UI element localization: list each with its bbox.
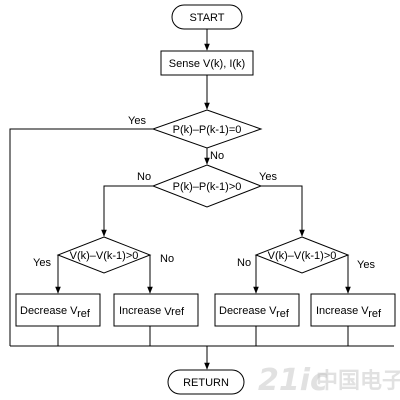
label-no-right-inner: No <box>237 257 251 269</box>
action-increase-vref-2: Increase Vref <box>310 293 396 327</box>
decision-voltage-right-label: V(k)–V(k-1)>0 <box>268 250 337 262</box>
return-label: RETURN <box>183 377 229 389</box>
decision-power-equal-label: P(k)–P(k-1)=0 <box>173 124 242 136</box>
start-node: START <box>171 4 243 30</box>
action-increase-vref-1-label: Increase Vref <box>119 305 185 318</box>
connector-decision2-yes <box>261 185 305 237</box>
decision-voltage-left-label: V(k)–V(k-1)>0 <box>70 250 139 262</box>
decision-power-greater-label: P(k)–P(k-1)>0 <box>173 181 242 193</box>
label-yes-right: Yes <box>259 171 277 183</box>
label-yes-top: Yes <box>128 115 146 127</box>
watermark-logo: 21ic 中国电子网 <box>258 363 400 398</box>
action-decrease-vref-1: Decrease Vref <box>15 293 101 327</box>
start-label: START <box>189 12 224 24</box>
label-no-top: No <box>210 150 224 162</box>
decision-voltage-left: V(k)–V(k-1)>0 <box>56 236 152 274</box>
action-decrease-vref-2-label: Decrease Vref <box>219 305 290 320</box>
action-increase-vref-2-label: Increase Vref <box>316 305 382 320</box>
decision-voltage-right: V(k)–V(k-1)>0 <box>254 236 350 274</box>
label-no-left: No <box>137 171 151 183</box>
watermark-latin-text: 21ic <box>258 363 328 398</box>
sense-node: Sense V(k), I(k) <box>160 50 254 76</box>
label-no-left-inner: No <box>160 253 174 265</box>
sense-label: Sense V(k), I(k) <box>169 58 245 70</box>
label-yes-far-left: Yes <box>33 257 51 269</box>
watermark-chinese-text: 中国电子网 <box>316 369 400 394</box>
action-decrease-vref-1-label: Decrease Vref <box>20 305 91 320</box>
label-yes-far-right: Yes <box>357 259 375 271</box>
decision-power-greater: P(k)–P(k-1)>0 <box>151 164 263 208</box>
action-decrease-vref-2: Decrease Vref <box>214 293 300 327</box>
connector-decision1-yes <box>9 128 153 346</box>
decision-power-equal: P(k)–P(k-1)=0 <box>151 109 263 149</box>
connector-decision2-no <box>101 185 153 237</box>
action-increase-vref-1: Increase Vref <box>113 293 199 327</box>
return-node: RETURN <box>167 369 245 395</box>
